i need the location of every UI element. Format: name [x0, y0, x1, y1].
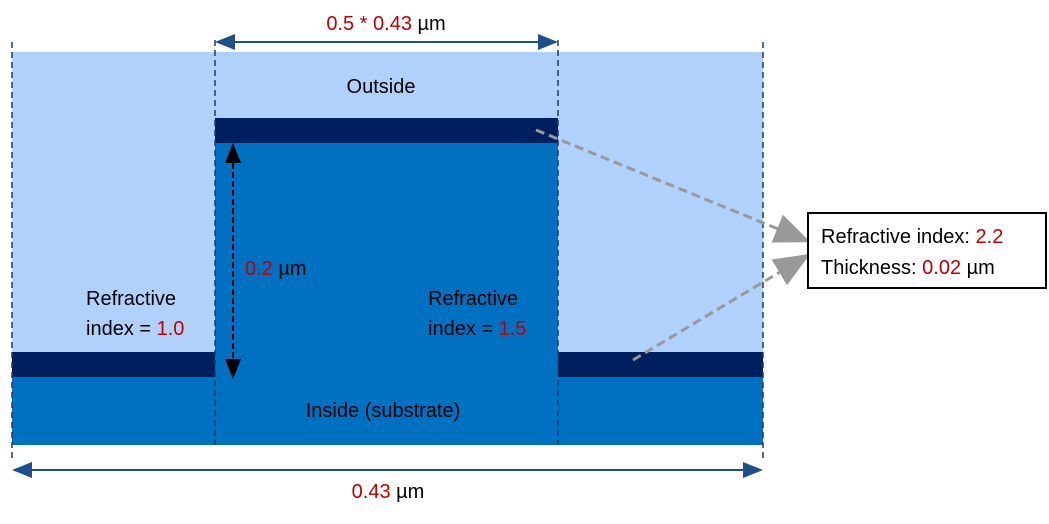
period-label: 0.43 µm — [352, 481, 425, 503]
leader-lines — [535, 128, 811, 362]
left-coating — [12, 352, 215, 377]
callout-index: Refractive index: 2.2 — [821, 226, 1003, 248]
left-index-line1: Refractive — [86, 288, 176, 310]
callout-box — [807, 212, 1047, 289]
right-index-line2: index = 1.5 — [428, 318, 526, 340]
outside-label: Outside — [347, 76, 416, 98]
top-width-label: 0.5 * 0.43 µm — [326, 13, 445, 35]
ridge — [215, 143, 558, 377]
height-label: 0.2 µm — [245, 258, 307, 280]
inside-label: Inside (substrate) — [306, 400, 461, 422]
right-index-line1: Refractive — [428, 288, 518, 310]
left-index-line2: index = 1.0 — [86, 318, 184, 340]
right-coating — [558, 352, 763, 377]
guide-lines — [11, 40, 764, 460]
callout-thickness: Thickness: 0.02 µm — [821, 257, 995, 279]
substrate-base — [12, 377, 763, 445]
ridge-coating — [215, 118, 558, 143]
